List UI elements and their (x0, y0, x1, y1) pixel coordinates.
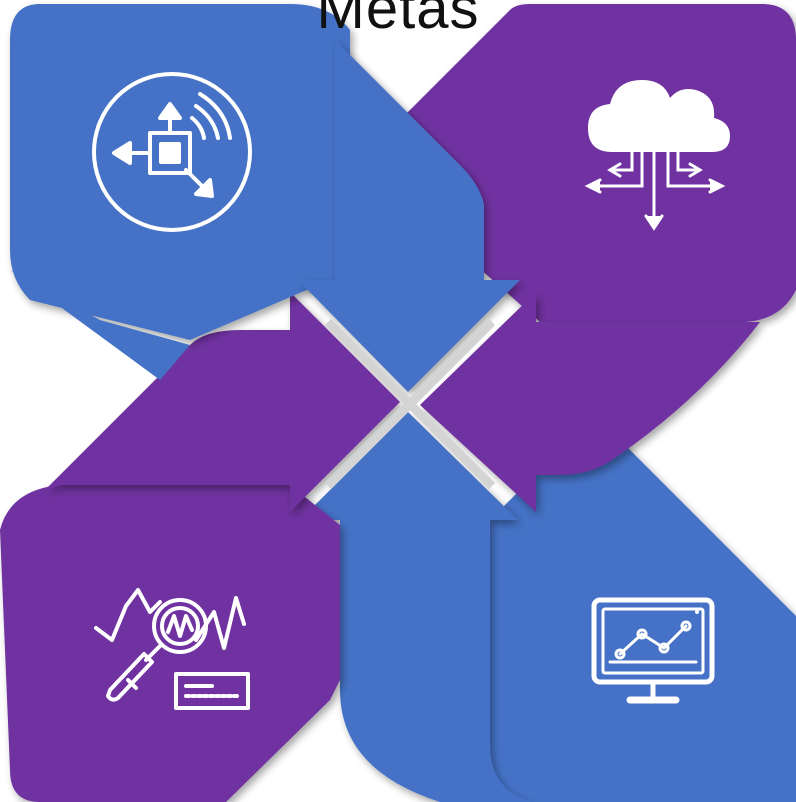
diagram-title: Metas (316, 0, 480, 41)
top-right-shape (395, 4, 796, 322)
move-arrows-signal-icon (92, 72, 252, 232)
top-left-lower-shape (10, 270, 190, 380)
quadrant-top-right (395, 4, 796, 512)
bottom-right-shape (490, 410, 796, 802)
monitor-line-chart-icon (591, 597, 715, 704)
bottom-left-arrow (45, 292, 400, 512)
cloud-network-icon (584, 80, 730, 231)
top-left-arrow (298, 40, 520, 392)
bottom-right-arrow (300, 412, 532, 802)
quadrant-bottom-right (300, 410, 796, 802)
top-right-arrow (420, 292, 760, 512)
waveform-magnifier-icon (94, 588, 250, 710)
center-divider (324, 318, 496, 490)
divider-line-b (324, 318, 496, 490)
quadrant-bottom-left (0, 292, 400, 802)
bottom-left-shape (0, 485, 340, 802)
